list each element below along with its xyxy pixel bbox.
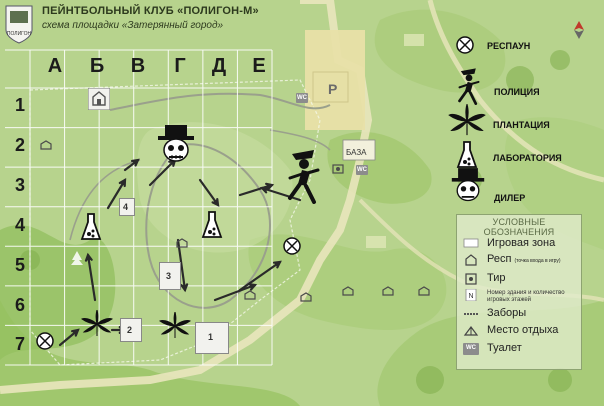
rest-area-icon <box>463 326 479 336</box>
legend-plantation-label: ПЛАНТАЦИЯ <box>493 120 550 130</box>
resp-house-icon <box>382 286 394 296</box>
grid-row-label: 6 <box>14 295 25 315</box>
route-arrow <box>86 253 97 302</box>
legend-item-label: Респ (точка входа в игру) <box>487 253 561 265</box>
grid-row-label: 3 <box>14 175 25 195</box>
base-label: БАЗА <box>346 148 367 157</box>
grid-column-label: Г <box>174 55 186 77</box>
club-logo: ПОЛИГОН <box>5 5 33 44</box>
lab-flask-icon <box>456 141 478 168</box>
grid-row-label: 2 <box>14 135 25 155</box>
shooting-range-icon <box>332 164 344 174</box>
resp-house-icon <box>176 238 188 248</box>
route-arrow <box>148 158 177 187</box>
fence-icon <box>464 313 478 315</box>
route-arrow-head <box>211 197 220 207</box>
legend-item-label: Тир <box>487 272 506 284</box>
page-subtitle: схема площадки «Затерянный город» <box>42 20 224 31</box>
route-arrow <box>260 186 302 202</box>
resp-house-icon <box>342 286 354 296</box>
lab-flask-icon <box>80 213 102 240</box>
legend-item-label: Туалет <box>487 342 522 354</box>
route-arrow <box>238 260 282 292</box>
police-icon <box>288 150 320 204</box>
resp-house-icon <box>418 286 430 296</box>
building-number-icon: 1 <box>195 322 229 354</box>
legend-item-label: Место отдыха <box>487 324 559 336</box>
lab-flask-icon <box>201 211 223 238</box>
building-number-icon: N <box>465 289 477 301</box>
svg-text:N: N <box>468 293 473 300</box>
route-arrow <box>176 238 187 292</box>
route-arrow <box>213 283 257 302</box>
toilet-icon: WC <box>356 165 368 175</box>
legend-lab-label: ЛАБОРАТОРИЯ <box>493 153 562 163</box>
legend-item-label: Заборы <box>487 307 527 319</box>
parking-label: P <box>328 81 338 97</box>
legend-dealer-label: ДИЛЕР <box>494 193 526 203</box>
legend-police-label: ПОЛИЦИЯ <box>494 87 540 97</box>
building-number-icon: 3 <box>159 262 181 290</box>
dealer-skull-icon <box>451 168 485 202</box>
grid-row-label: 7 <box>14 334 25 354</box>
grid-column-label: Б <box>89 55 105 77</box>
compass-icon <box>574 21 584 39</box>
resp-house-icon <box>465 254 477 266</box>
route-arrow-head <box>84 252 93 262</box>
building-number-icon: 2 <box>120 318 142 342</box>
grid-column-label: Д <box>211 55 227 77</box>
respawn-icon <box>456 36 474 54</box>
police-icon <box>458 68 480 105</box>
toilet-icon: WC <box>296 93 308 103</box>
page-title: ПЕЙНТБОЛЬНЫЙ КЛУБ «ПОЛИГОН-М» <box>42 5 259 17</box>
resp-house-icon <box>244 290 256 300</box>
play-zone-icon <box>463 238 479 248</box>
toilet-icon: WC <box>463 343 479 355</box>
route-arrow <box>106 178 127 210</box>
respawn-icon <box>36 332 54 350</box>
resp-house-icon <box>88 88 110 110</box>
building-number-icon: 4 <box>119 198 135 216</box>
grid-column-label: А <box>47 55 63 77</box>
grid-column-label: В <box>130 55 146 77</box>
grid-row-label: 1 <box>14 95 25 115</box>
dealer-skull-icon <box>158 125 194 162</box>
tree-icon <box>71 251 83 265</box>
route-arrow-head <box>130 158 140 167</box>
route-arrow-head <box>259 185 269 194</box>
route-arrow-head <box>71 328 80 337</box>
cannabis-leaf-icon <box>159 312 191 338</box>
resp-house-icon <box>40 140 52 150</box>
shooting-range-icon <box>465 273 477 285</box>
resp-house-icon <box>300 292 312 302</box>
legend-panel: УСЛОВНЫЕ ОБОЗНАЧЕНИЯ Игровая зона Респ (… <box>456 214 582 370</box>
route-arrow-head <box>272 260 282 269</box>
legend-title: УСЛОВНЫЕ ОБОЗНАЧЕНИЯ <box>483 217 555 237</box>
route-arrow-head <box>118 178 127 188</box>
legend-item-note: (точка входа в игру) <box>514 258 561 264</box>
grid-column-label: Е <box>252 55 266 77</box>
grid-row-label: 5 <box>14 255 25 275</box>
cannabis-leaf-icon <box>81 310 113 336</box>
svg-text:ПОЛИГОН: ПОЛИГОН <box>7 31 32 37</box>
route-arrow-head <box>247 283 258 291</box>
legend-item-label: Игровая зона <box>487 237 556 249</box>
respawn-icon <box>283 237 301 255</box>
cannabis-leaf-icon <box>448 104 486 136</box>
grid-row-label: 4 <box>14 215 25 235</box>
legend-respawn-label: РЕСПАУН <box>487 41 531 51</box>
legend-item-label: Номер здания и количество игровых этажей <box>487 290 565 303</box>
route-arrow-head <box>180 283 189 293</box>
